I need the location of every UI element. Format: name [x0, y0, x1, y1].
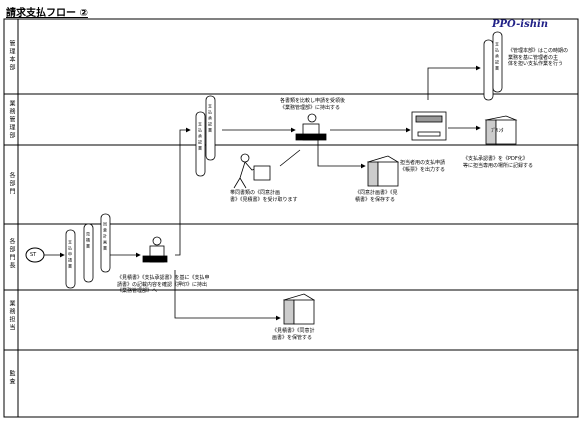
doc-label: 支払承認書: [208, 104, 213, 134]
note-archive-bottom: 《見積書》《同意計 画書》を保管する: [272, 328, 315, 341]
doc-stack-mid: [195, 95, 216, 177]
page-title: 請求支払フロー ②: [6, 8, 88, 19]
note-archive-mid: 《同意計画書》《見 積書》を保存する: [355, 190, 398, 203]
note-top-right: 《管理本部》はこの時期の 業務を基に管理者の主 体を担い支払作業を行う: [508, 48, 569, 67]
lane-label: 各部門長: [8, 238, 15, 270]
note-archive-right: 《支払承認書》を《PDF化》 等に担当専用の場所に記録する: [463, 156, 534, 169]
lane-label: 業務管理部: [8, 100, 15, 140]
lane-label: 業務担当: [8, 300, 15, 332]
lane-label: 管理本部: [8, 40, 15, 72]
brand-logo: PPO-ishin: [492, 19, 549, 30]
doc-stack-left: [65, 213, 111, 289]
person-worker: [233, 153, 271, 189]
doc-label: 同意計画書: [103, 222, 108, 252]
swimlane-frame: [3, 18, 579, 418]
note-applicant: 《見積書》《支払承認書》を基に《支払申 請書》の記載内容を確認《押印》に持出 《…: [117, 275, 210, 294]
printer-box-label: ﾌﾟﾘﾝﾀ: [491, 128, 504, 134]
archive-box-bottom: [283, 293, 315, 325]
lane-label: 監査: [8, 370, 15, 386]
archive-box-right: [484, 115, 518, 145]
note-center-top: 各書類を比較し申請を受領後 《業務管理部》に持出する: [280, 98, 346, 111]
doc-label: 見積書: [86, 232, 91, 250]
person-manager: [295, 113, 327, 141]
doc-label: 支払承認書: [495, 42, 500, 72]
lane-label: 各部門: [8, 172, 15, 196]
start-oval: [25, 247, 45, 263]
archive-box-mid: [367, 155, 399, 187]
doc-label: 支払承認書: [198, 122, 203, 152]
note-worker: 帯同書類の《同意計画 書》《見積書》を受け取ります: [230, 190, 298, 203]
printer-icon: [411, 111, 447, 141]
doc-label: 支払申請書: [68, 240, 73, 270]
person-applicant: [142, 236, 168, 263]
start-label: ST: [30, 252, 37, 258]
note-printer: 担当者用の支払申請 《帳票》を出力する: [400, 160, 446, 173]
doc-stack-top: [483, 31, 503, 101]
